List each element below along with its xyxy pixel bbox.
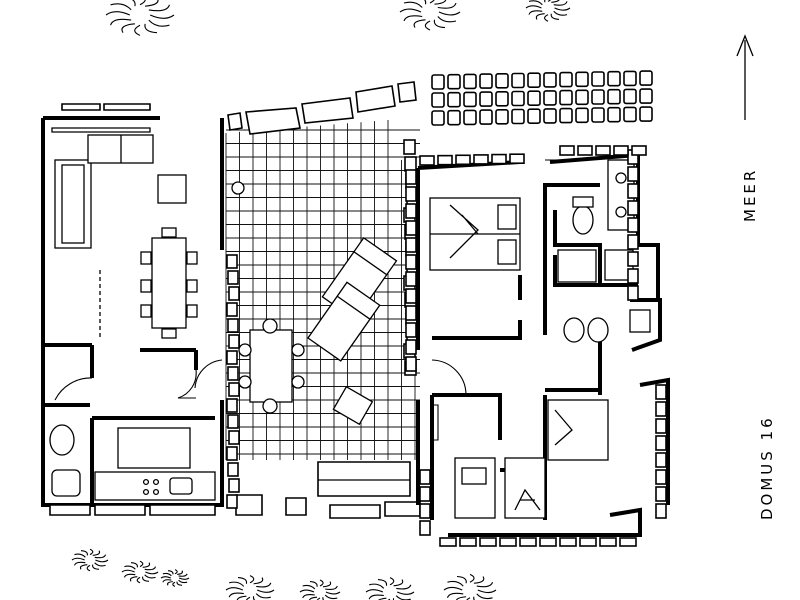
north-label: MEER <box>741 168 759 222</box>
kitchen-wall <box>90 400 224 505</box>
left-building <box>41 116 224 507</box>
door-swing <box>54 377 93 401</box>
right-building-furniture <box>429 159 651 519</box>
bath-wall <box>553 210 638 287</box>
terrace-stones <box>431 70 653 126</box>
kitchen-counter <box>94 471 216 501</box>
right-stone-wall <box>405 145 667 547</box>
plants <box>71 0 571 600</box>
west-stone-wall <box>226 254 240 509</box>
bath-wall-left <box>43 343 94 407</box>
single-bed <box>454 457 496 519</box>
hall-wall <box>432 340 602 440</box>
sun-lounger <box>307 281 381 362</box>
bedroom-wall <box>432 183 600 340</box>
patio-furniture <box>231 181 398 426</box>
outdoor-table <box>249 329 293 403</box>
north-arrow-icon <box>736 34 754 120</box>
dining-table <box>151 237 187 329</box>
living-partition <box>140 348 198 370</box>
wc-sink <box>51 469 81 497</box>
stone-walls <box>49 81 421 519</box>
patio-bench <box>317 461 411 497</box>
kitchen-furniture <box>49 359 223 501</box>
armchair <box>157 174 187 204</box>
wc-toilet <box>49 424 75 456</box>
kitchen-island <box>117 427 191 469</box>
patio-tile-grid <box>225 120 420 460</box>
shower-tray <box>557 249 597 283</box>
bed <box>547 399 609 461</box>
toilet <box>572 205 594 235</box>
project-title: DOMUS 16 <box>758 415 776 520</box>
outdoor-chair <box>332 385 374 426</box>
kitchen-sink <box>169 477 193 495</box>
living-room-furniture <box>54 134 198 339</box>
east-wall <box>630 298 670 505</box>
